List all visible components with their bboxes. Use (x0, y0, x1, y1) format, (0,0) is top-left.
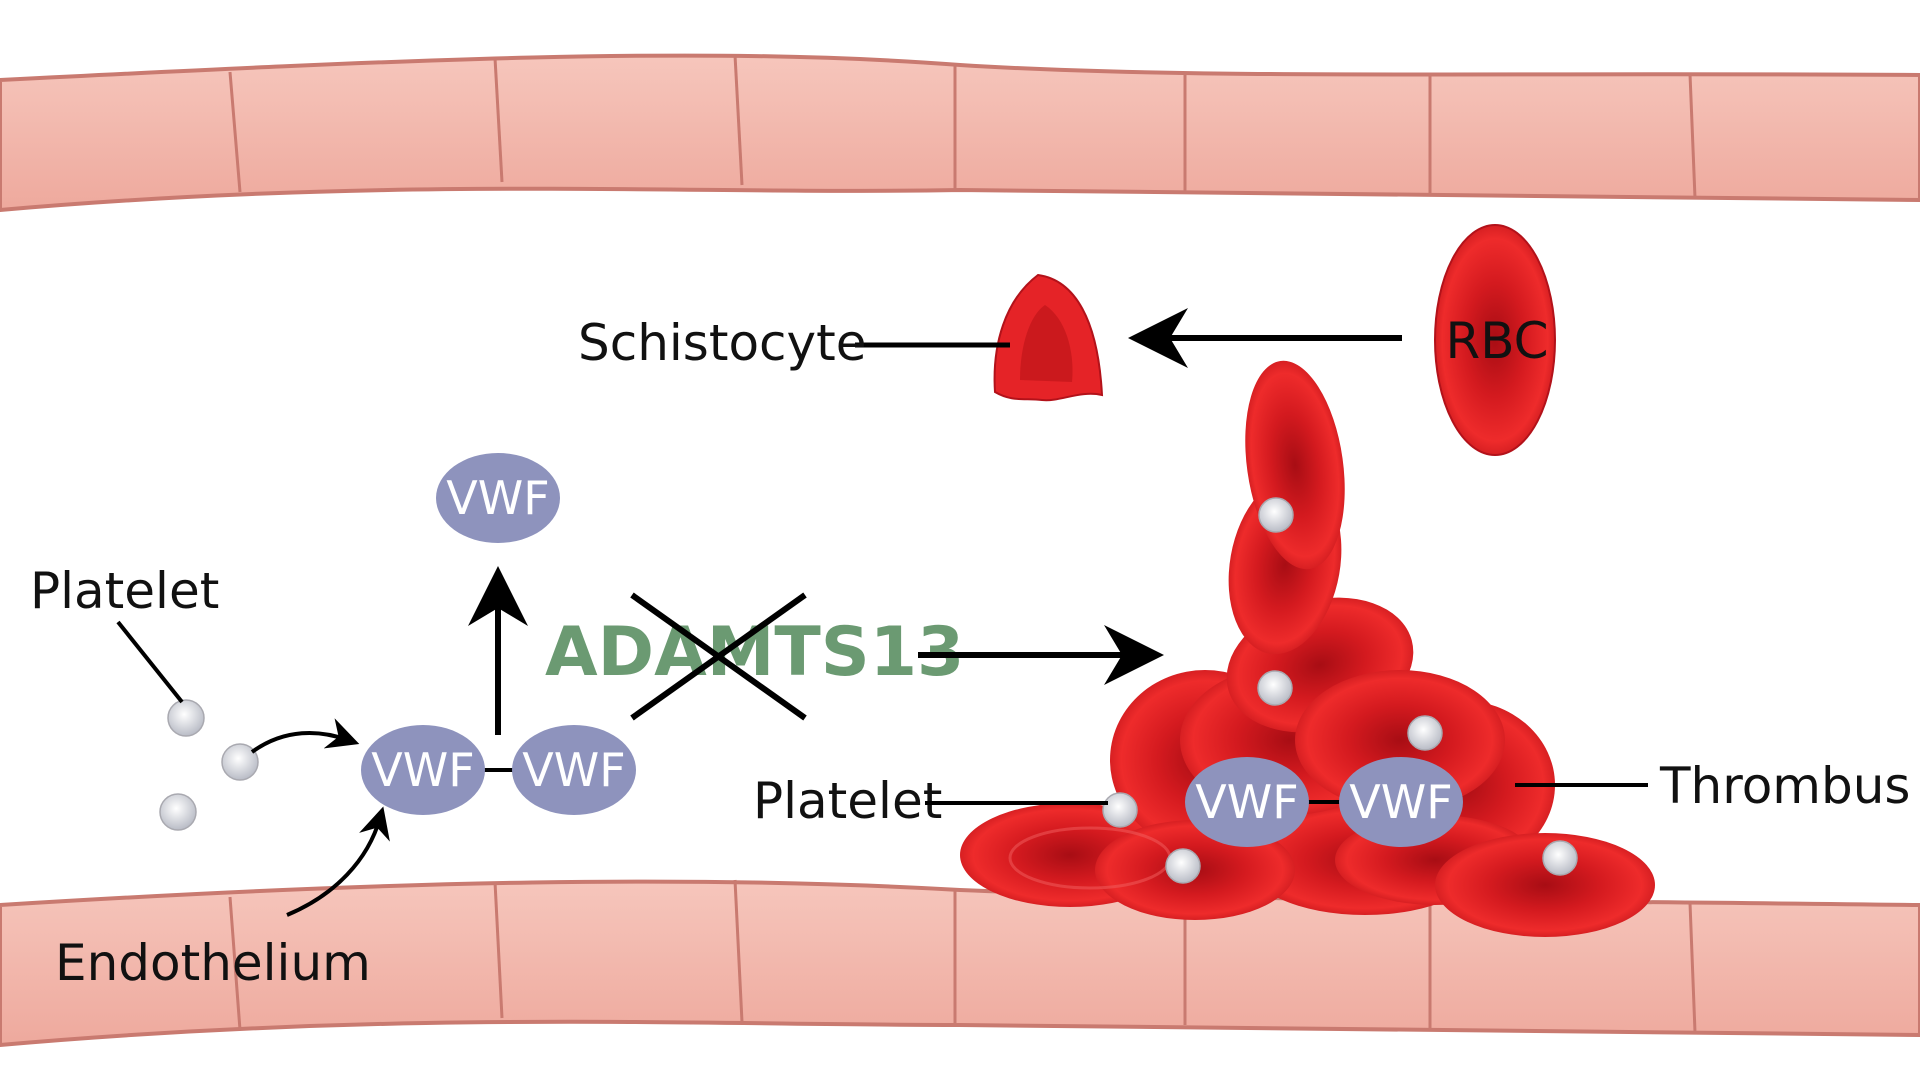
platelet (1407, 715, 1443, 751)
vwf-node (361, 725, 485, 815)
schistocyte-cell (993, 273, 1104, 402)
vwf-label: VWF (446, 471, 549, 525)
platelet-label-right: Platelet (753, 772, 942, 830)
platelet (1102, 792, 1138, 828)
vwf-label: VWF (1349, 775, 1452, 829)
platelet (159, 793, 197, 831)
rbc-label: RBC (1445, 312, 1548, 370)
vwf-node (1185, 757, 1309, 847)
vwf-node (436, 453, 560, 543)
platelet-label-left: Platelet (30, 562, 219, 620)
platelet (1258, 497, 1294, 533)
vessel-wall-top (0, 53, 1920, 213)
vwf-node (1339, 757, 1463, 847)
thrombus-label: Thrombus (1659, 757, 1910, 815)
platelet (167, 699, 205, 737)
vwf-label: VWF (522, 743, 625, 797)
schistocyte-label: Schistocyte (578, 314, 867, 372)
platelet (1542, 840, 1578, 876)
inhibition-cross-line (630, 592, 807, 721)
platelets (159, 497, 1578, 884)
vwf-cleaved: VWF (436, 453, 560, 543)
endothelium-label: Endothelium (55, 934, 371, 992)
vwf-node (512, 725, 636, 815)
vwf-label: VWF (1195, 775, 1298, 829)
platelet (1257, 670, 1293, 706)
vessel-wall-bottom (0, 879, 1920, 1048)
platelet-binding-arrow (250, 718, 360, 754)
rbc-cell: RBC (1434, 224, 1556, 456)
platelet-leader-line-left (116, 620, 184, 704)
adamts13-enzyme: ADAMTS13 (545, 592, 964, 721)
platelet (221, 743, 259, 781)
platelet (1165, 848, 1201, 884)
endothelium-release-arrow (286, 806, 390, 917)
vwf-multimer: VWF VWF (361, 725, 636, 815)
vwf-label: VWF (371, 743, 474, 797)
vwf-multimer-thrombus: VWF VWF (1185, 757, 1463, 847)
